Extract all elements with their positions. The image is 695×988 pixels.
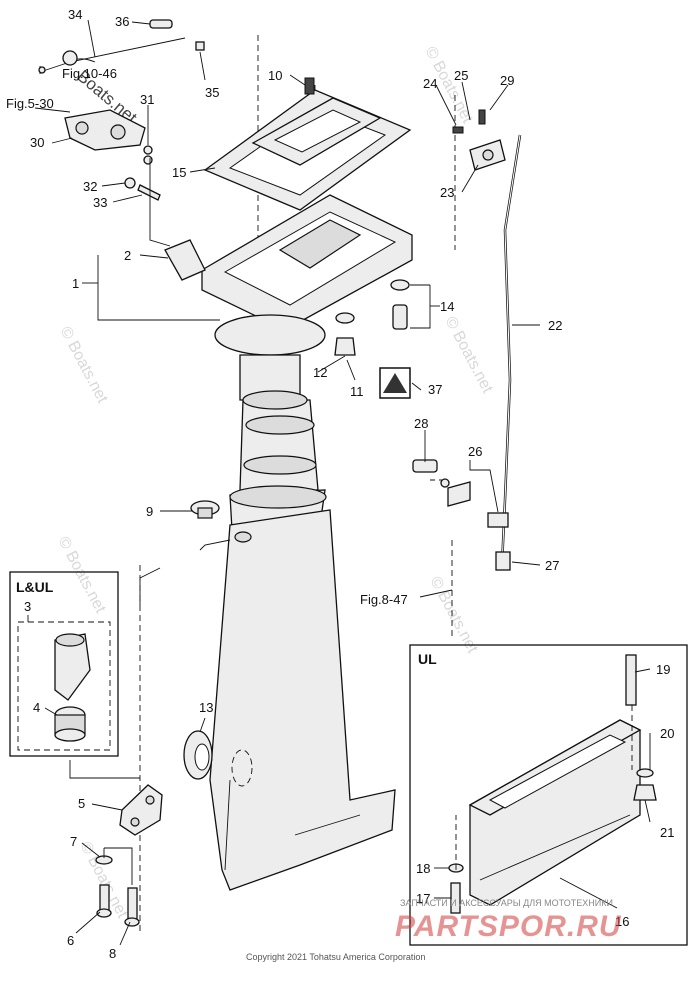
washer-20-part (636, 768, 654, 778)
part-label-37: 37 (428, 382, 442, 397)
part-label-23: 23 (440, 185, 454, 200)
washer-part (62, 50, 78, 66)
clip-26-part (447, 481, 471, 507)
screw-35-part (195, 41, 205, 51)
nut-11-part (334, 337, 356, 356)
inset-ul-frame (409, 644, 688, 946)
fig-ref-8-47: Fig.8-47 (360, 592, 408, 607)
inset-ul-title: UL (418, 651, 437, 667)
screw-24-part (452, 126, 464, 134)
gasket-stack (203, 77, 412, 211)
part-label-32: 32 (83, 179, 97, 194)
bolt-29-part (478, 109, 486, 125)
part-label-19: 19 (656, 662, 670, 677)
part-label-28: 28 (414, 416, 428, 431)
part-label-20: 20 (660, 726, 674, 741)
bracket-30-part (64, 109, 146, 151)
watermark-text: © Boats.net (54, 534, 109, 616)
leader-lines (27, 19, 651, 946)
site-brand-logo: PARTSPOR.RU (395, 910, 622, 943)
drive-shaft-housing-body (209, 509, 396, 891)
part-label-7: 7 (70, 834, 77, 849)
part-label-36: 36 (115, 14, 129, 29)
fig-ref-5-30: Fig.5-30 (6, 96, 54, 111)
part-label-17: 17 (416, 891, 430, 906)
part-label-34: 34 (68, 7, 82, 22)
inset-l-ul-frame (9, 571, 119, 757)
part-label-29: 29 (500, 73, 514, 88)
washer-12-part (335, 312, 355, 324)
site-caption: ЗАПЧАСТИ И АКСЕССУАРЫ ДЛЯ МОТОТЕХНИКИ (400, 898, 613, 908)
nut-21-part (633, 784, 657, 801)
part-label-3: 3 (24, 599, 31, 614)
inset-l-ul: L&UL (9, 571, 119, 757)
part-label-14: 14 (440, 299, 454, 314)
clip-36-part (149, 19, 173, 29)
mount-fasteners (334, 279, 411, 399)
inset-l-ul-title: L&UL (16, 579, 54, 595)
footer: ЗАПЧАСТИ И АКСЕССУАРЫ ДЛЯ МОТОТЕХНИКИ PA… (246, 898, 622, 962)
part-label-35: 35 (205, 85, 219, 100)
stud-19-part (625, 654, 637, 706)
part-label-22: 22 (548, 318, 562, 333)
copyright-text: Copyright 2021 Tohatsu America Corporati… (246, 952, 425, 962)
figure-references: Fig.10-46 Fig.5-30 Fig.8-47 (6, 66, 408, 607)
rubber-mount-2-part (164, 239, 206, 281)
washer-14-part (390, 279, 410, 291)
part-label-26: 26 (468, 444, 482, 459)
fig-ref-10-46: Fig.10-46 (62, 66, 117, 81)
washer-28-part (440, 478, 450, 488)
part-number-labels: 34 36 35 31 30 32 33 10 15 2 1 24 25 29 … (24, 7, 674, 961)
part-label-6: 6 (67, 933, 74, 948)
inset-ul: UL (409, 644, 688, 946)
part-label-15: 15 (172, 165, 186, 180)
part-label-9: 9 (146, 504, 153, 519)
part-label-21: 21 (660, 825, 674, 840)
connector-27-part (495, 551, 511, 571)
housing-collar (214, 314, 326, 356)
watermark-text: © Boats.net (426, 574, 481, 656)
bolt-14-part (392, 304, 408, 330)
part-label-31: 31 (140, 92, 154, 107)
part-label-13: 13 (199, 700, 213, 715)
part-label-12: 12 (313, 365, 327, 380)
throttle-linkage (38, 19, 205, 247)
part-label-4: 4 (33, 700, 40, 715)
part-label-11: 11 (350, 384, 364, 399)
part-label-8: 8 (109, 946, 116, 961)
part-label-1: 1 (72, 276, 79, 291)
part-label-24: 24 (423, 76, 437, 91)
bracket-5-part (119, 784, 163, 836)
drive-shaft-housing (164, 194, 413, 891)
watermark-text: © Boats.net (56, 324, 111, 406)
block-part (487, 512, 509, 528)
part-label-25: 25 (454, 68, 468, 83)
part-label-33: 33 (93, 195, 107, 210)
ball-32-part (124, 177, 136, 189)
plug-and-grommet (183, 500, 253, 787)
adapter-3-part (54, 633, 91, 701)
bolt-8-part (127, 887, 138, 923)
part-label-2: 2 (124, 248, 131, 263)
shift-rod-linkage (412, 109, 522, 571)
spring-33-part (137, 184, 161, 201)
part-label-16: 16 (615, 914, 629, 929)
watermark-text: © Boats.net (441, 314, 496, 396)
part-label-18: 18 (416, 861, 430, 876)
pin-10-part (304, 77, 315, 95)
part-label-27: 27 (545, 558, 559, 573)
part-label-5: 5 (78, 796, 85, 811)
part-label-30: 30 (30, 135, 44, 150)
part-label-10: 10 (268, 68, 282, 83)
lower-bracket-fasteners (69, 760, 163, 927)
